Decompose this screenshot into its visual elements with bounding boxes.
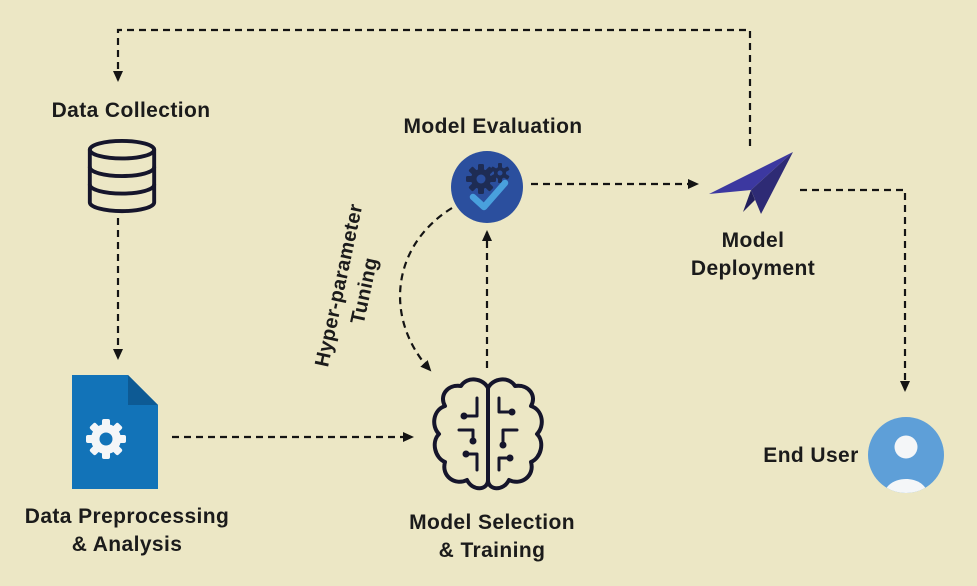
arrow-deployment-to-enduser — [800, 188, 910, 392]
data-collection-label: Data Collection — [51, 99, 211, 122]
hyperparameter-tuning-label: Hyper-parameter Tuning — [311, 201, 383, 369]
paper-plane-icon — [705, 148, 797, 222]
model-evaluation-label: Model Evaluation — [403, 115, 583, 138]
user-icon — [868, 417, 944, 493]
model-deployment-label: Model Deployment — [690, 229, 816, 280]
document-gear-icon — [68, 373, 162, 491]
data-preprocessing-label: Data Preprocessing & Analysis — [24, 505, 230, 556]
model-selection-label: Model Selection & Training — [409, 511, 575, 562]
end-user-label: End User — [763, 444, 859, 467]
gears-check-icon — [451, 151, 523, 223]
brain-circuit-icon — [429, 372, 547, 500]
database-icon — [83, 137, 161, 217]
arrow-tuning-loop — [399, 207, 453, 372]
